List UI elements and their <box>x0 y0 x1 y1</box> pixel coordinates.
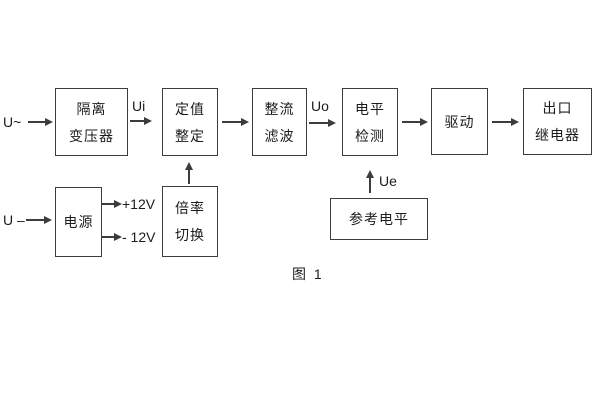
block-label-line: 切换 <box>175 227 205 243</box>
arrow-ue-to-detect <box>366 170 374 193</box>
arrow-uo <box>309 119 336 127</box>
block-label-line: 定值 <box>175 100 205 117</box>
block-output-relay: 出口 继电器 <box>523 88 592 155</box>
arrow-input-ac <box>28 118 53 126</box>
block-setting-adjust: 定值 整定 <box>162 88 218 156</box>
block-ratio-switch: 倍率 切换 <box>162 186 218 257</box>
block-driver: 驱动 <box>431 88 488 155</box>
arrow-setting-to-rectifier <box>222 118 249 126</box>
arrow-ui <box>130 117 152 125</box>
block-rectifier-filter: 整流 滤波 <box>252 88 307 156</box>
arrow-detect-to-driver <box>402 118 428 126</box>
block-label-line: 隔离 <box>76 100 107 117</box>
arrow-driver-to-relay <box>492 118 519 126</box>
label-input-ac: U~ <box>3 114 22 130</box>
block-isolation-transformer: 隔离 变压器 <box>55 88 128 156</box>
label-input-dc: U – <box>3 212 25 228</box>
block-label-line: 出口 <box>542 100 573 116</box>
label-plus-12v: +12V <box>122 196 156 212</box>
block-reference-level: 参考电平 <box>330 198 428 240</box>
arrow-input-dc <box>26 216 52 224</box>
label-ue: Ue <box>379 173 397 189</box>
block-label-line: 滤波 <box>264 127 295 144</box>
arrow-ratio-to-setting <box>185 162 193 184</box>
block-label-line: 整定 <box>175 127 205 144</box>
block-label-line: 整流 <box>264 100 295 117</box>
block-label-line: 电源 <box>63 214 94 230</box>
block-label-line: 电平 <box>355 100 385 117</box>
block-label-line: 检测 <box>355 127 385 144</box>
figure-caption: 图 1 <box>292 266 324 282</box>
block-label-line: 参考电平 <box>349 211 409 227</box>
block-label-line: 倍率 <box>175 200 205 216</box>
label-uo: Uo <box>311 98 329 114</box>
block-label-line: 继电器 <box>535 127 580 143</box>
label-minus-12v: - 12V <box>122 229 156 245</box>
arrow-plus-12v <box>102 200 122 208</box>
label-ui: Ui <box>132 98 146 114</box>
block-level-detect: 电平 检测 <box>342 88 398 156</box>
block-power-supply: 电源 <box>55 187 102 257</box>
block-label-line: 驱动 <box>444 113 475 130</box>
arrow-minus-12v <box>102 233 122 241</box>
block-label-line: 变压器 <box>69 127 114 144</box>
